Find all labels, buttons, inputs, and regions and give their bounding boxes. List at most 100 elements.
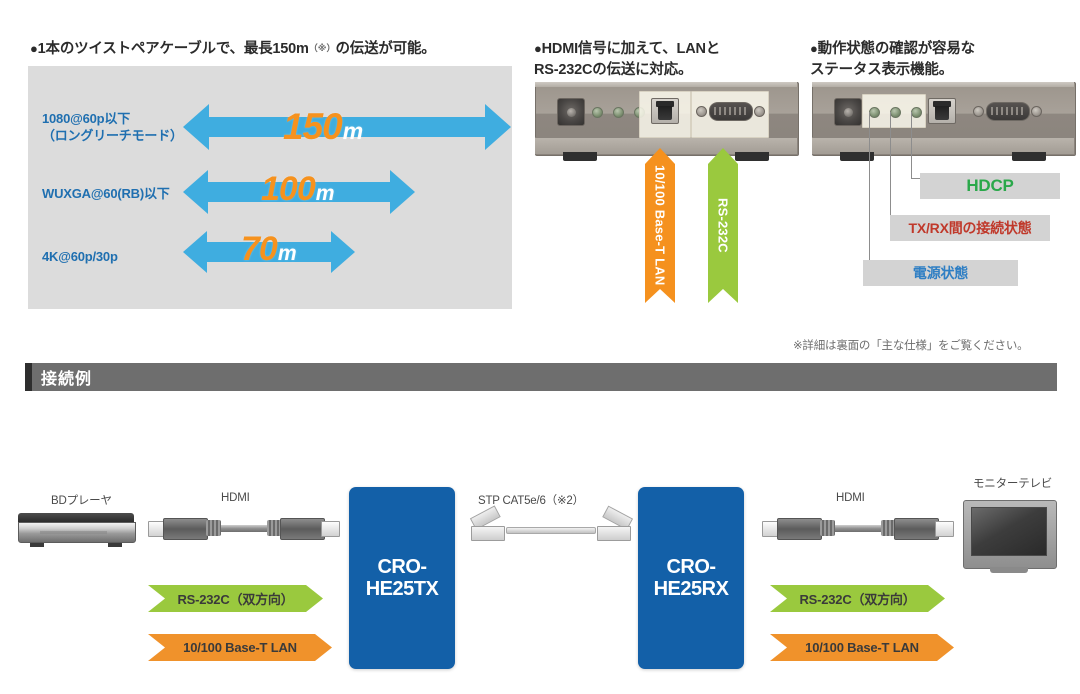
stp-connector-left [471,526,505,541]
chart-value-label-0: 150m [283,106,363,147]
chart-bar-0 [183,104,511,150]
bd-player-device [18,513,136,547]
device-foot-left [563,152,597,161]
db9-pins [991,107,1025,115]
db9-screw-right [1031,106,1042,117]
led-power-status [869,107,880,118]
hdmi-connector-left [163,518,208,540]
chart-unit-2: m [277,242,297,265]
ribbon-lan-right: 10/100 Base-T LAN [770,634,954,661]
led-hdcp-status [911,107,922,118]
feature-heading-status-text: 動作状態の確認が容易な ステータス表示機能。 [810,41,975,79]
caption-bd-player: BDプレーヤ [51,495,112,507]
led-link-status [890,107,901,118]
device-top-edge [812,82,1074,87]
stp-cable-cord [506,527,596,535]
ribbon-rs232c-vertical: RS-232C [708,148,738,303]
status-badge-txrx: TX/RX間の接続状態 [890,215,1050,241]
status-badge-hdcp: HDCP [920,173,1060,199]
rj45-lan-port-icon [928,98,956,124]
feature-heading-lan-text: HDMI信号に加えて、LANと RS-232Cの伝送に対応。 [534,41,721,79]
ribbon-rs232c-vertical-label: RS-232C [715,198,731,253]
ribbon-rs232c-right-label: RS-232C（双方向） [799,592,916,607]
hdmi-cable-cord [194,524,294,532]
hdmi-connector-right [894,518,939,540]
callout-line-hdcp [911,112,912,178]
feature-heading-distance-text: 1本のツイストペアケーブルで、最長150m [37,41,309,58]
feature-heading-distance-tail: の伝送が可能。 [335,41,436,58]
caption-monitor-tv: モニターテレビ [973,478,1053,490]
device-lower-band [812,137,1074,154]
callout-line-txrx [890,112,891,216]
feature-heading-distance: ●1本のツイストペアケーブルで、最長150m（※）の伝送が可能。 [30,18,530,60]
bd-player-top [18,513,134,522]
feature-heading-distance-note: （※） [308,43,336,54]
db9-screw-left [973,106,984,117]
tv-stand [990,567,1028,573]
chart-category-label-2: 4K@60p/30p [42,249,118,264]
hdmi-connector-right [280,518,325,540]
db9-screw-right [754,106,765,117]
bullet-icon: ● [810,41,818,57]
bd-player-foot-left [30,543,44,547]
ribbon-lan-right-label: 10/100 Base-T LAN [805,640,919,655]
feature-heading-lan: ●HDMI信号に加えて、LANと RS-232Cの伝送に対応。 [534,18,804,81]
stp-cat5e-cable [469,505,633,541]
bullet-icon: ● [534,41,542,57]
transmitter-unit-box: CRO- HE25TX [349,487,455,669]
caption-hdmi-left: HDMI [221,492,250,504]
device-rear-panel-lan [535,82,799,161]
hdmi-connector-tip-right [934,521,954,537]
caption-stp-cable: STP CAT5e/6（※2） [478,495,584,507]
db9-pins [714,107,748,115]
chart-value-1: 100 [261,170,316,208]
bd-player-face [18,522,136,543]
monitor-tv-device [963,500,1057,573]
ribbon-rs232c-right: RS-232C（双方向） [770,585,945,612]
ribbon-lan-left-label: 10/100 Base-T LAN [183,640,297,655]
device-foot-right [735,152,769,161]
section-accent-bar [25,363,32,391]
chart-value-label-1: 100m [261,170,334,208]
device-rear-panel-status [812,82,1076,161]
chart-category-label-0: 1080@60p以下 （ロングリーチモード） [42,111,183,144]
chart-category-label-1: WUXGA@60(RB)以下 [42,186,170,201]
bd-player-disc-slot [39,531,108,535]
bullet-icon: ● [30,41,38,57]
section-header-connection-example: 接続例 [25,363,1057,391]
dc-power-jack-icon [557,98,585,126]
status-badge-power: 電源状態 [863,260,1018,286]
db9-screw-left [696,106,707,117]
ribbon-rs232c-left: RS-232C（双方向） [148,585,323,612]
caption-hdmi-right: HDMI [836,492,865,504]
hdmi-cable-right [762,515,954,541]
hdmi-cable-grip-right [267,520,283,536]
ribbon-lan-vertical: 10/100 Base-T LAN [645,148,675,303]
rj45-lan-port-icon [651,98,679,124]
callout-line-power [869,112,870,276]
tv-screen [971,507,1047,556]
section-title: 接続例 [41,371,93,388]
stp-connector-right [597,526,631,541]
hdmi-connector-left [777,518,822,540]
chart-value-2: 70 [241,230,278,268]
hdmi-cable-cord [808,524,908,532]
led-indicator-1 [592,107,603,118]
chart-bar-2 [183,231,355,273]
hdmi-cable-left [148,515,340,541]
device-foot-left [840,152,874,161]
led-indicator-2 [613,107,624,118]
device-foot-right [1012,152,1046,161]
bd-player-foot-right [108,543,122,547]
hdmi-cable-grip-left [819,520,835,536]
db9-serial-port-icon [986,102,1030,121]
ribbon-lan-left: 10/100 Base-T LAN [148,634,332,661]
dc-power-jack-icon [834,98,862,126]
ribbon-lan-vertical-label: 10/100 Base-T LAN [652,165,668,286]
hdmi-connector-tip-right [320,521,340,537]
receiver-unit-box: CRO- HE25RX [638,487,744,669]
chart-value-label-2: 70m [241,230,297,268]
chart-value-0: 150 [283,106,343,147]
db9-serial-port-icon [709,102,753,121]
chart-unit-0: m [342,118,363,144]
